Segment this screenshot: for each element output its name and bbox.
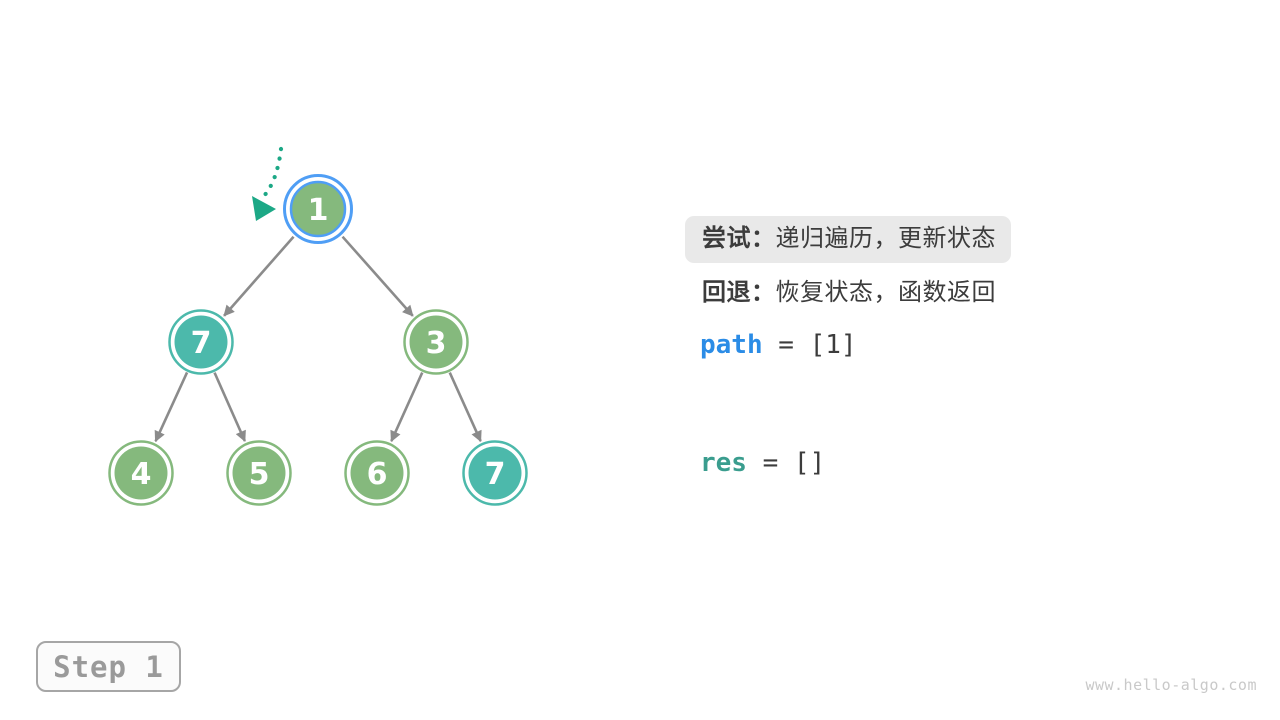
watermark: www.hello-algo.com (1085, 676, 1257, 694)
tree-node: 4 (108, 440, 174, 506)
tree-edge (223, 235, 295, 317)
res-variable-value: = [] (762, 448, 826, 478)
node-value: 5 (249, 457, 270, 492)
node-value: 6 (367, 457, 388, 492)
node-circle (468, 446, 522, 500)
tree-node: 7 (168, 309, 234, 375)
res-variable-line: res = [] (700, 448, 825, 478)
node-circle (232, 446, 286, 500)
try-text: 递归遍历，更新状态 (775, 225, 996, 252)
node-value: 7 (191, 326, 212, 361)
tree-node: 5 (226, 440, 292, 506)
tree-edge (213, 372, 247, 443)
node-value: 1 (308, 193, 329, 228)
pointer-dotted-curve (260, 146, 284, 200)
tree-node: 3 (403, 309, 469, 375)
tree-nodes: 1 7 3 4 5 6 7 (108, 174, 528, 506)
node-value: 4 (131, 457, 152, 492)
current-node-pointer-arrow (252, 146, 284, 221)
step-indicator: Step 1 (36, 641, 181, 692)
node-circle (289, 180, 347, 238)
node-circle (174, 315, 228, 369)
path-variable-name: path (700, 330, 763, 360)
tree-edge (341, 235, 414, 317)
tree-edge (154, 371, 189, 443)
try-label: 尝试： (702, 225, 776, 252)
tree-node: 7 (462, 440, 528, 506)
tree-edge (448, 372, 482, 443)
tree-node: 6 (344, 440, 410, 506)
backtrack-line: 回退：恢复状态，函数返回 (702, 278, 996, 307)
path-variable-line: path = [1] (700, 330, 857, 360)
tree-edges (154, 235, 482, 443)
path-variable-value: = [1] (778, 330, 857, 360)
backtrack-text: 恢复状态，函数返回 (775, 279, 996, 306)
node-circle (350, 446, 404, 500)
node-circle (409, 315, 463, 369)
node-circle (114, 446, 168, 500)
node-value: 7 (485, 457, 506, 492)
tree-edge (390, 372, 424, 443)
tree-node: 1 (283, 174, 353, 244)
pointer-arrowhead (252, 196, 276, 221)
try-highlight-box: 尝试：递归遍历，更新状态 (685, 216, 1011, 263)
node-value: 3 (426, 326, 447, 361)
highlight-outer-ring (283, 174, 353, 244)
step-indicator-label: Step 1 (53, 649, 164, 684)
backtrack-label: 回退： (702, 279, 776, 306)
res-variable-name: res (700, 448, 747, 478)
